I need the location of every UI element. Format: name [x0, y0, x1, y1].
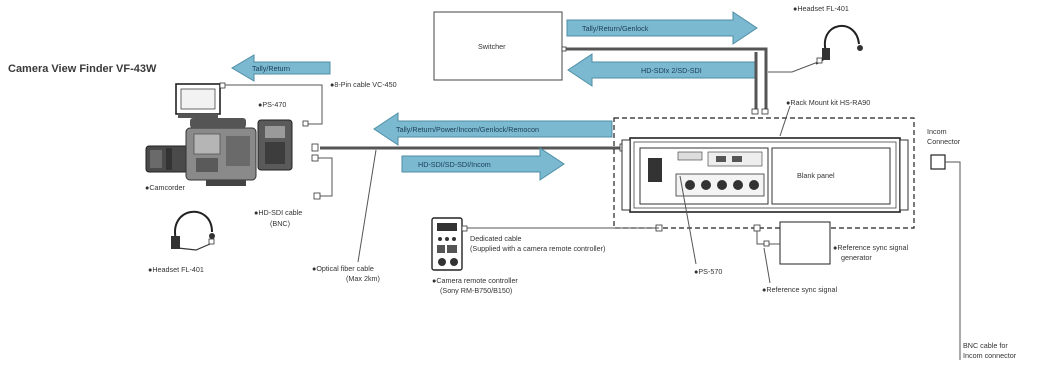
- rack-port-1: [751, 108, 759, 115]
- optical-fiber-label-2: (Max 2km): [346, 274, 380, 283]
- headset-top-plug: [816, 57, 823, 64]
- bnc-label-2: Incom connector: [963, 351, 1017, 360]
- bnc-label-1: BNC cable for: [963, 341, 1008, 350]
- headset-top-icon: [815, 25, 863, 65]
- headset-bottom-label: ●Headset FL-401: [148, 265, 204, 274]
- camcorder-icon: [145, 118, 293, 186]
- hd-sdi-cable: [318, 157, 333, 197]
- hd-sdi-cable-label-1: ●HD-SDI cable: [254, 208, 302, 217]
- ref-sync-cable: [756, 231, 780, 245]
- headset-top-label: ●Headset FL-401: [793, 4, 849, 13]
- rack-kit-label: ●Rack Mount kit HS-RA90: [786, 98, 870, 107]
- arrow-hd-sdi-switcher: [567, 53, 756, 87]
- arrow-tally-return-vf-label: Tally/Return: [252, 64, 290, 73]
- camera-fiber-port: [311, 143, 319, 152]
- dedicated-cable-label-1: Dedicated cable: [470, 234, 522, 243]
- hd-sdi-port-top: [311, 154, 319, 162]
- vf-cable-port: [302, 120, 309, 127]
- ps570-label: ●PS-570: [694, 267, 722, 276]
- ps570-unit: [621, 137, 909, 213]
- hd-sdi-cable-label-2: (BNC): [270, 219, 290, 228]
- incom-connector-label-2: Connector: [927, 137, 961, 146]
- blank-panel-label: Blank panel: [797, 171, 835, 180]
- ref-sync-plug: [763, 240, 770, 247]
- incom-connector-label-1: Incom: [927, 127, 947, 136]
- ref-sync-pointer: [763, 247, 771, 284]
- headset-bottom-plug: [208, 238, 215, 245]
- ps470-label: ●PS-470: [258, 100, 286, 109]
- arrow-tally-return-main-label: Tally/Return/Power/Incom/Genlock/Remocon: [396, 125, 539, 134]
- arrow-hd-sdi-incom: [401, 147, 565, 181]
- hd-sdi-port-bottom: [313, 192, 321, 200]
- switcher-label: Switcher: [478, 42, 506, 51]
- ref-sync-generator-box: [779, 221, 831, 265]
- arrow-hd-sdi-switcher-label: HD-SDIx 2/SD-SDI: [641, 66, 702, 75]
- ps570-pointer: [679, 175, 697, 265]
- arrow-tally-return-genlock: [566, 11, 758, 45]
- pin-cable-label: ●8-Pin cable VC-450: [330, 80, 397, 89]
- ref-sync-label: ●Reference sync signal: [762, 285, 837, 294]
- headset-top-cable: [768, 61, 819, 73]
- remote-controller-icon: [431, 217, 463, 271]
- arrow-tally-return-vf: [231, 54, 331, 82]
- viewfinder-port: [219, 82, 226, 89]
- optical-fiber-pointer: [357, 149, 377, 263]
- diagram-title: Camera View Finder VF-43W: [8, 63, 157, 75]
- arrow-tally-return-main: [373, 112, 613, 146]
- ref-gen-label-1: ●Reference sync signal: [833, 243, 908, 252]
- switcher-port: [561, 46, 567, 52]
- switcher-trunk-cable: [566, 47, 768, 111]
- headset-bottom-icon: [171, 210, 215, 251]
- remote-controller-label-1: ●Camera remote controller: [432, 276, 518, 285]
- remote-controller-port: [461, 225, 468, 232]
- rack-mount-outline: [613, 117, 915, 229]
- arrow-tally-return-genlock-label: Tally/Return/Genlock: [582, 24, 649, 33]
- rack-kit-pointer: [779, 105, 791, 137]
- arrow-hd-sdi-incom-label: HD-SDI/SD-SDI/Incom: [418, 160, 491, 169]
- ref-port: [753, 224, 761, 232]
- dedicated-cable-label-2: (Supplied with a camera remote controlle…: [470, 244, 605, 253]
- vf-cable: [225, 84, 323, 125]
- incom-connector-box: [930, 154, 946, 170]
- remote-controller-label-2: (Sony RM-B750/B150): [440, 286, 512, 295]
- ref-gen-label-2: generator: [841, 253, 872, 262]
- rack-port-2: [761, 108, 769, 115]
- bnc-incom-cable: [945, 161, 961, 360]
- optical-fiber-label-1: ●Optical fiber cable: [312, 264, 374, 273]
- viewfinder-icon: [175, 83, 221, 118]
- switcher-box: [433, 11, 563, 81]
- camcorder-label: ●Camcorder: [145, 183, 185, 192]
